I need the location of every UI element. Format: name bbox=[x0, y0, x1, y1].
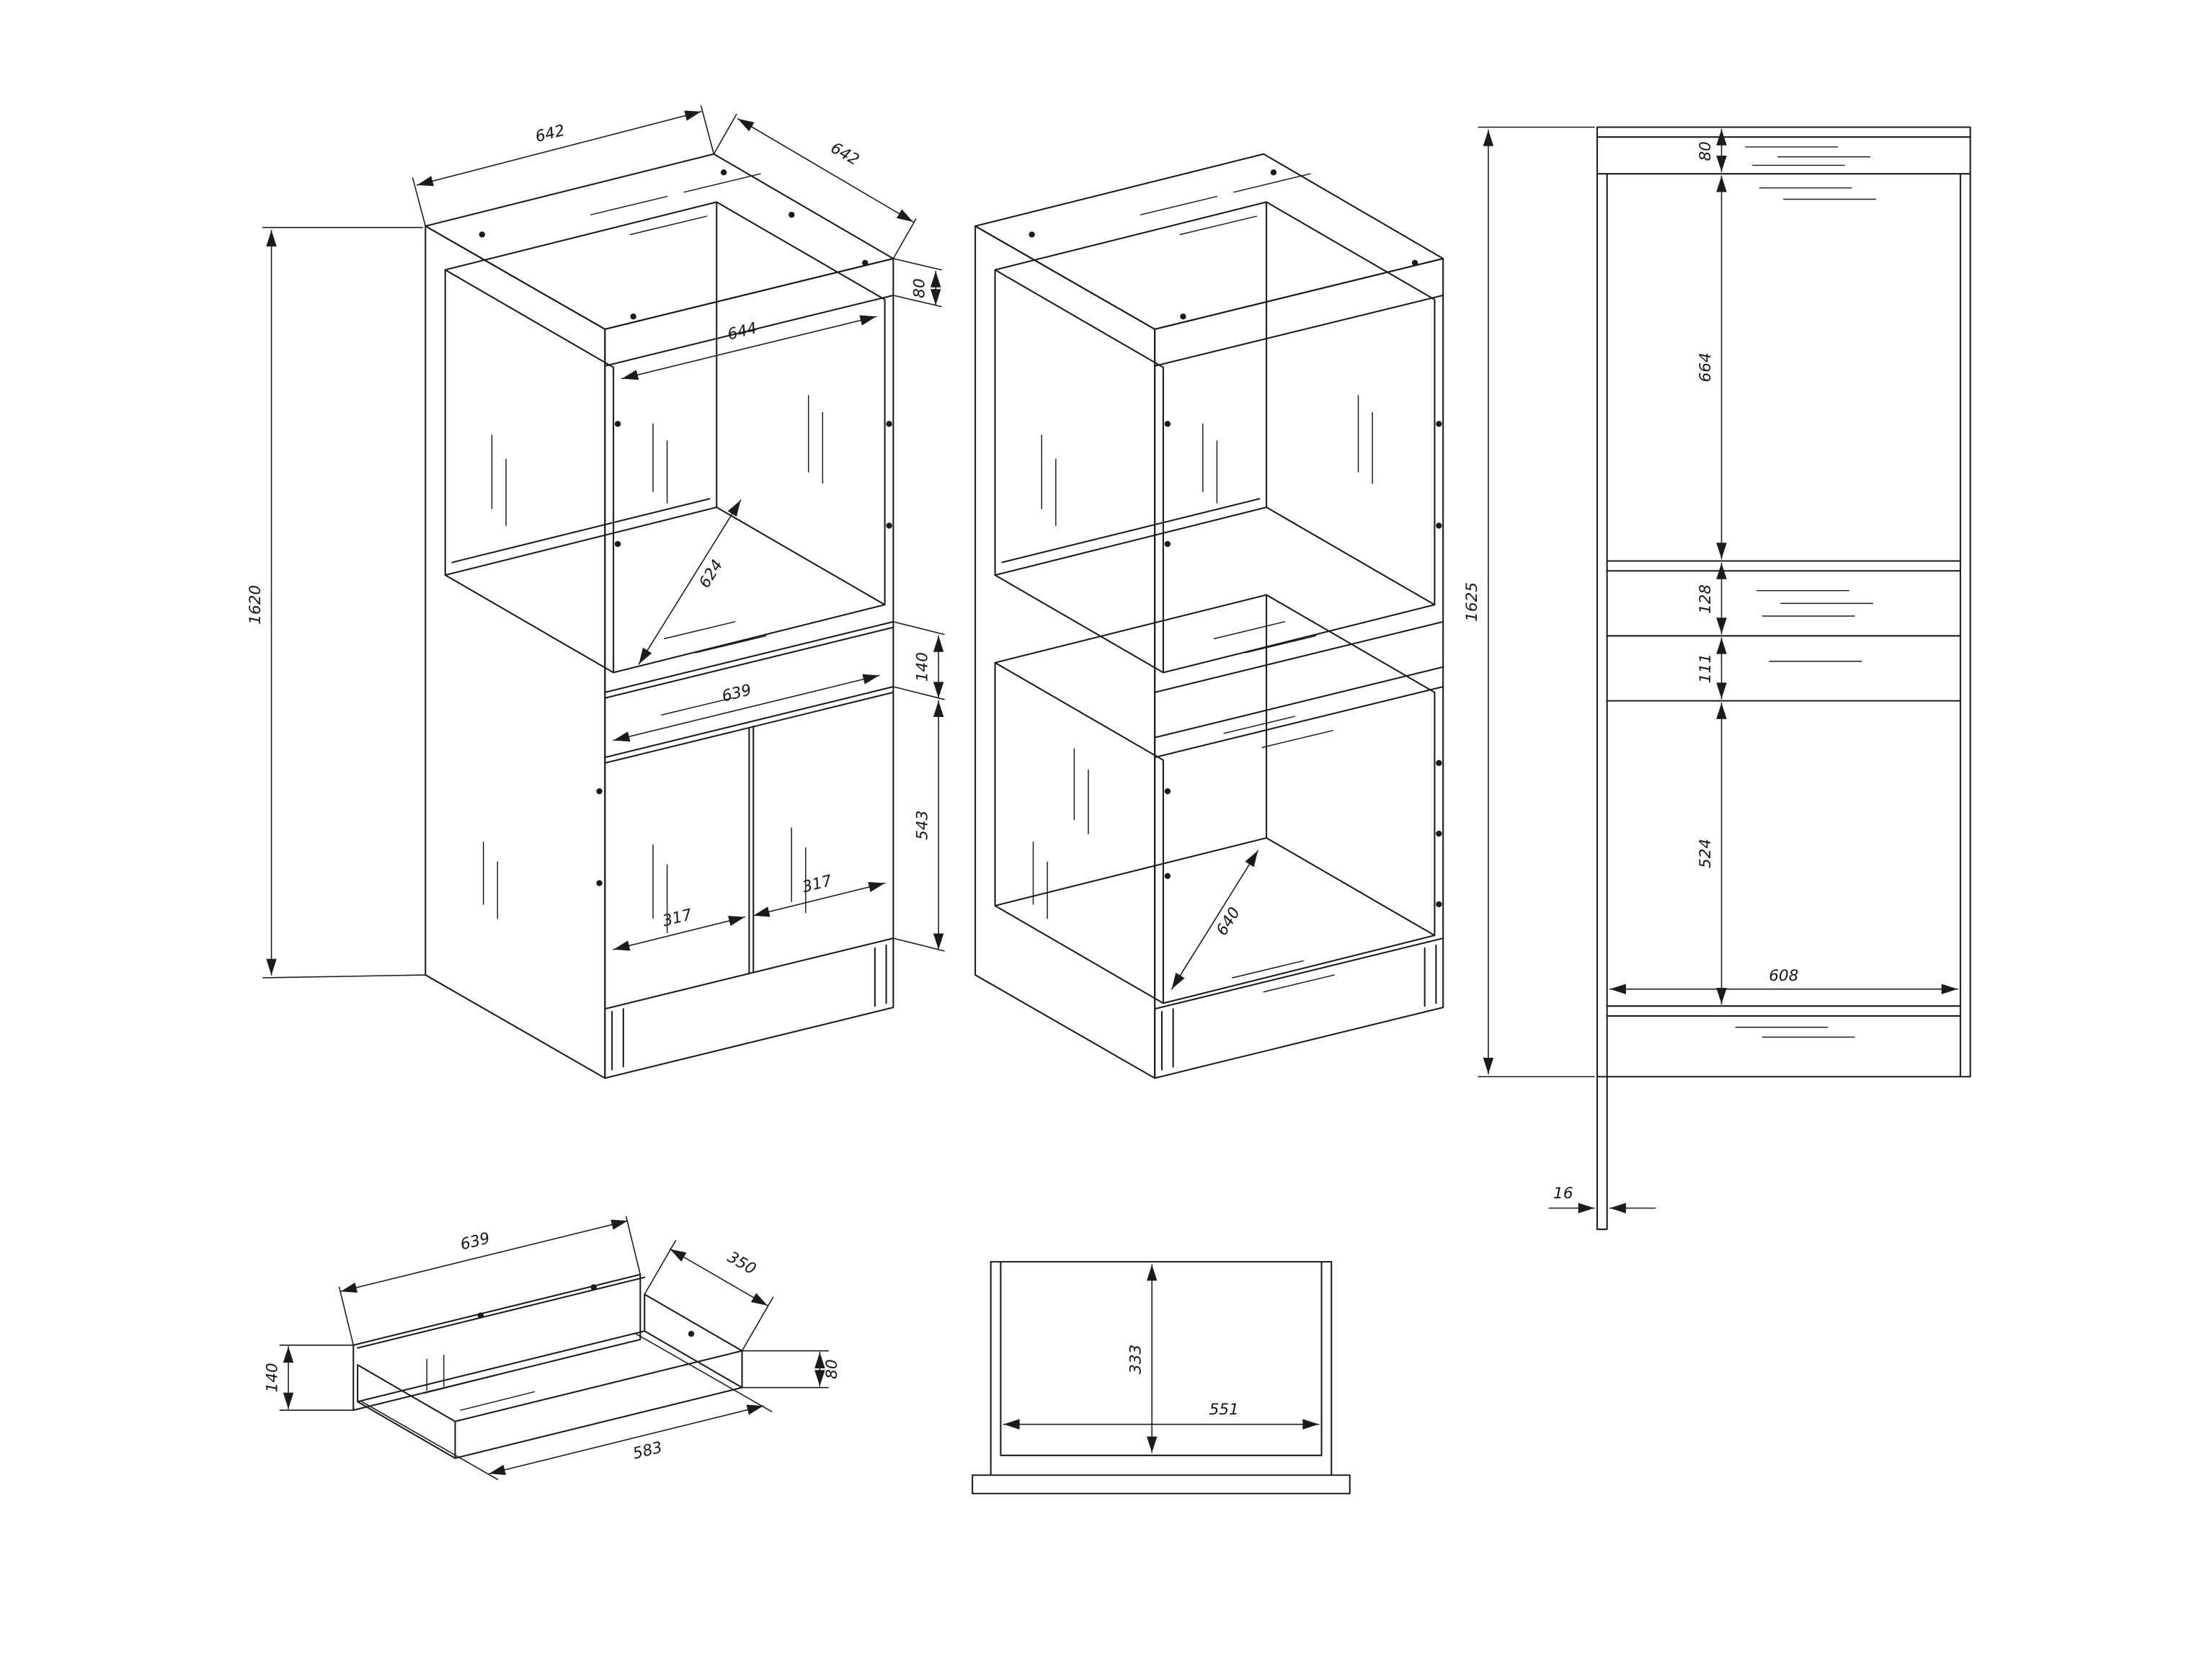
bottom-compartment-lines bbox=[994, 594, 1436, 1004]
dimension-label: 333 bbox=[1127, 1345, 1145, 1374]
dimension-label: 624 bbox=[696, 557, 727, 592]
drawer-front-view: 333 551 bbox=[972, 1261, 1351, 1494]
dim-drawer-width: 639 bbox=[338, 1216, 641, 1346]
dim-top-rail-height: 80 bbox=[892, 258, 942, 308]
dimension-label: 80 bbox=[911, 278, 929, 298]
dimension-line bbox=[613, 916, 746, 951]
cabinet-iso-view: 642 642 80 644 1620 624 639 bbox=[246, 105, 945, 1079]
dim-inner-width: 551 bbox=[1003, 1401, 1320, 1430]
dim-door-left-width: 317 bbox=[613, 906, 746, 951]
front-band-lines bbox=[1154, 294, 1444, 1010]
dimension-line bbox=[737, 117, 914, 223]
wood-grain-marks bbox=[1032, 173, 1373, 993]
dimension-label: 1625 bbox=[1463, 582, 1481, 622]
extension-lines bbox=[713, 114, 917, 259]
vertical-panel-lines bbox=[1596, 126, 1971, 1231]
dim-niche-floor-depth: 624 bbox=[638, 499, 742, 665]
dimension-line bbox=[339, 1219, 628, 1293]
dimension-label: 639 bbox=[458, 1229, 492, 1254]
extension-lines bbox=[892, 937, 945, 952]
dimension-line bbox=[488, 1404, 764, 1475]
dim-drawer-front-height: 140 bbox=[263, 1345, 355, 1411]
extension-lines bbox=[644, 1239, 774, 1352]
extension-lines bbox=[338, 1216, 641, 1346]
dimension-label: 1620 bbox=[246, 585, 265, 625]
dim-side-top-rail: 80 bbox=[1697, 128, 1727, 173]
dimension-label: 640 bbox=[1213, 904, 1244, 939]
front-view-lines bbox=[972, 1261, 1351, 1494]
extension-lines bbox=[279, 1345, 355, 1411]
dimension-label: 524 bbox=[1697, 839, 1715, 868]
dim-panel-thickness: 16 bbox=[1548, 1185, 1656, 1213]
dimension-label: 551 bbox=[1209, 1401, 1239, 1419]
dimension-label: 664 bbox=[1697, 352, 1715, 382]
dimension-label: 140 bbox=[263, 1363, 281, 1392]
dimension-label: 128 bbox=[1697, 584, 1715, 614]
cabinet-front-face bbox=[604, 257, 894, 1079]
carcass-iso-view: 640 bbox=[974, 153, 1444, 1079]
dim-shelf-zone-height: 128 bbox=[1697, 562, 1727, 635]
dim-upper-opening-height: 664 bbox=[1697, 175, 1727, 560]
wood-grain-marks bbox=[1735, 146, 1876, 1038]
dim-drawer-front-height: 140 bbox=[892, 621, 945, 700]
extension-lines bbox=[412, 105, 715, 227]
dim-drawer-back-height: 80 bbox=[741, 1350, 841, 1389]
dimension-line bbox=[638, 499, 742, 665]
carcass-front-face bbox=[1154, 257, 1444, 1079]
dim-drawer-bottom-width: 583 bbox=[361, 1333, 773, 1480]
dim-door-right-width: 317 bbox=[752, 872, 886, 917]
carcass-top-face bbox=[974, 153, 1444, 330]
drawer-iso-view: 639 350 140 80 583 bbox=[263, 1216, 841, 1480]
extension-lines bbox=[741, 1350, 829, 1389]
dimension-label: 317 bbox=[661, 906, 694, 930]
dimension-label: 80 bbox=[1697, 141, 1715, 161]
dimension-line bbox=[613, 674, 880, 742]
dimension-label: 642 bbox=[533, 122, 567, 146]
dim-rail-gap-height: 111 bbox=[1697, 637, 1727, 700]
extension-lines bbox=[361, 1333, 773, 1480]
dim-bottom-inner-width: 640 bbox=[1171, 850, 1259, 990]
dimension-label: 583 bbox=[631, 1438, 665, 1463]
dimension-line bbox=[416, 110, 702, 187]
wood-grain-marks bbox=[423, 1354, 536, 1411]
horizontal-panel-lines bbox=[1596, 126, 1971, 1078]
dim-total-height: 1620 bbox=[246, 226, 427, 979]
dimension-line bbox=[621, 315, 877, 380]
dimension-label: 350 bbox=[724, 1248, 759, 1278]
oven-niche-lines bbox=[444, 201, 886, 674]
extension-lines bbox=[262, 226, 427, 979]
dim-drawer-depth: 350 bbox=[644, 1239, 774, 1352]
dimension-label: 111 bbox=[1697, 654, 1715, 683]
dim-top-width: 642 bbox=[713, 114, 917, 259]
drawer-box-lines bbox=[357, 1276, 743, 1459]
dim-lower-opening-height: 524 bbox=[1697, 702, 1727, 1005]
extension-lines bbox=[1478, 126, 1595, 1078]
dimension-label: 80 bbox=[823, 1359, 841, 1378]
dimension-label: 639 bbox=[720, 681, 753, 705]
fitting-dots bbox=[479, 169, 892, 886]
side-section-view: 1625 80 664 128 111 524 608 16 bbox=[1463, 126, 1971, 1231]
cabinet-top-face bbox=[425, 153, 894, 330]
dimension-label: 16 bbox=[1553, 1185, 1573, 1203]
dimension-label: 644 bbox=[726, 319, 759, 344]
dimension-line bbox=[752, 881, 886, 917]
dim-drawer-front-width: 639 bbox=[613, 674, 880, 742]
dimension-line bbox=[1171, 850, 1259, 990]
dimension-label: 642 bbox=[827, 139, 862, 169]
dim-opening-width: 644 bbox=[621, 315, 877, 380]
dim-door-height: 543 bbox=[892, 700, 945, 952]
dim-side-total-height: 1625 bbox=[1463, 126, 1595, 1078]
drawer-front-panel bbox=[352, 1273, 641, 1412]
fitting-dots bbox=[1029, 169, 1442, 908]
oven-niche-lines bbox=[994, 201, 1436, 674]
legs-lines bbox=[1160, 944, 1437, 1071]
doors-and-legs-lines bbox=[611, 725, 887, 1071]
dimension-line bbox=[669, 1248, 768, 1306]
dimension-label: 608 bbox=[1769, 967, 1798, 985]
dim-inner-depth: 608 bbox=[1609, 967, 1958, 994]
dimension-label: 543 bbox=[913, 811, 931, 840]
dimension-label: 140 bbox=[913, 652, 931, 682]
